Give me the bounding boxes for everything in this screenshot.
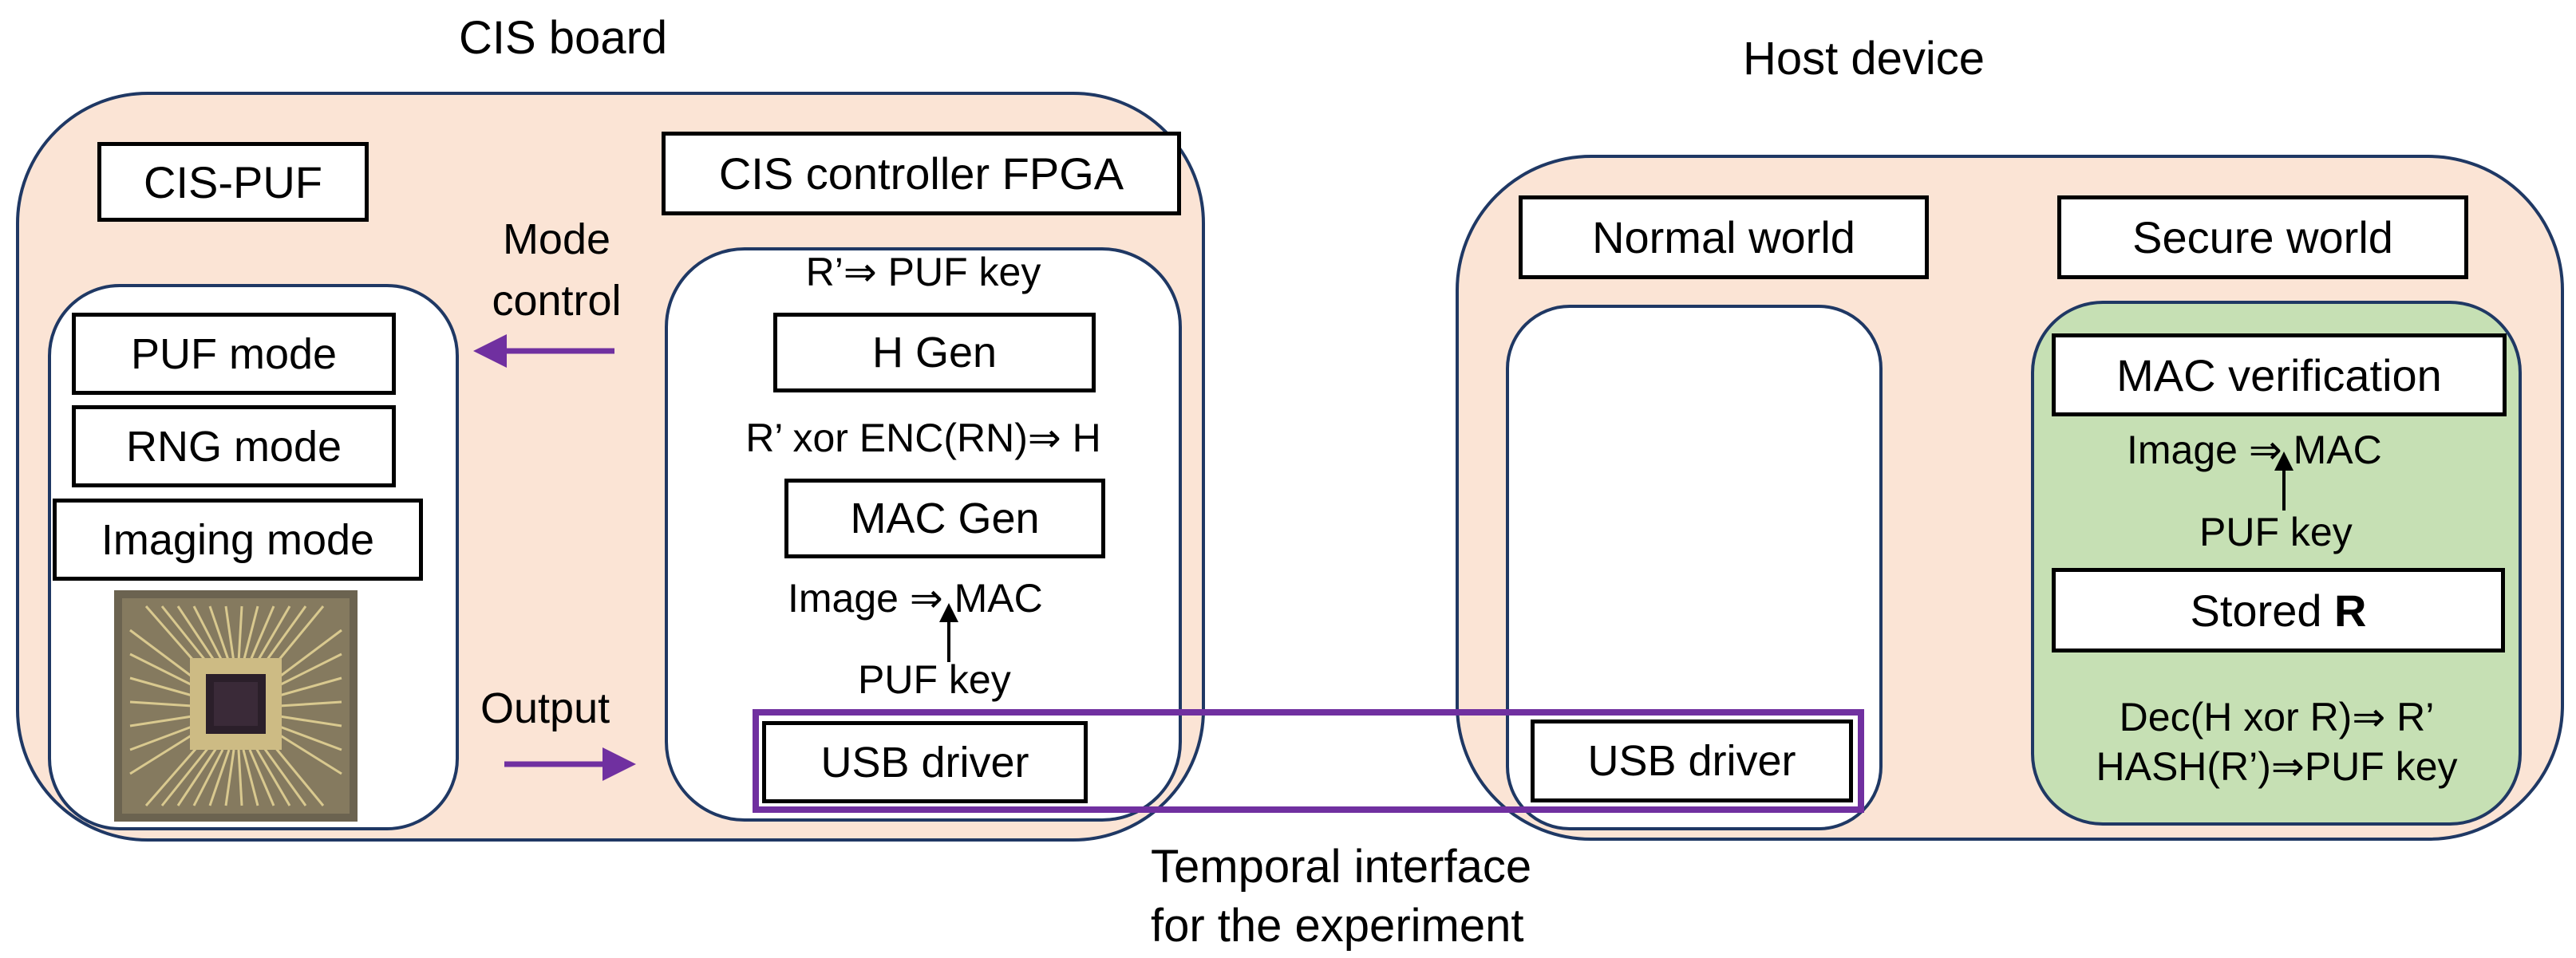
host-image-mac: Image ⇒ MAC [2127, 428, 2382, 472]
fpga-usb-driver-box: USB driver [762, 721, 1088, 803]
h-gen-box: H Gen [773, 313, 1096, 392]
fpga-puf-key-derivation: R’⇒ PUF key [805, 250, 1041, 294]
cis-board-title: CIS board [459, 12, 668, 64]
fpga-image-mac: Image ⇒ MAC [788, 576, 1043, 621]
host-usb-driver-box: USB driver [1531, 719, 1853, 802]
stored-r-prefix: Stored [2190, 585, 2335, 636]
rng-mode-box: RNG mode [72, 405, 396, 487]
normal-world-box: Normal world [1519, 195, 1929, 279]
cis-controller-fpga-box: CIS controller FPGA [662, 132, 1181, 215]
host-hash-line: HASH(R’)⇒PUF key [2096, 744, 2458, 789]
host-device-title: Host device [1743, 33, 1985, 85]
image-sensor-chip-photo [114, 590, 358, 822]
puf-mode-box: PUF mode [72, 313, 396, 395]
mac-verification-box: MAC verification [2052, 333, 2507, 416]
fpga-puf-key: PUF key [858, 657, 1011, 702]
secure-world-box: Secure world [2057, 195, 2468, 279]
stored-r-symbol: R [2334, 585, 2367, 636]
mac-gen-box: MAC Gen [784, 479, 1105, 558]
fpga-h-derivation: R’ xor ENC(RN)⇒ H [745, 416, 1101, 460]
imaging-mode-box: Imaging mode [53, 499, 423, 581]
temporal-interface-caption: Temporal interface for the experiment [1151, 841, 1532, 952]
host-puf-key: PUF key [2199, 510, 2353, 554]
mode-control-label: Mode control [492, 215, 622, 325]
cis-puf-box: CIS-PUF [97, 142, 369, 222]
output-label: Output [480, 684, 610, 732]
temporal-interface-highlight [753, 709, 1864, 813]
stored-r-box: Stored R [2052, 568, 2505, 652]
host-dec-line: Dec(H xor R)⇒ R’ [2119, 695, 2435, 739]
